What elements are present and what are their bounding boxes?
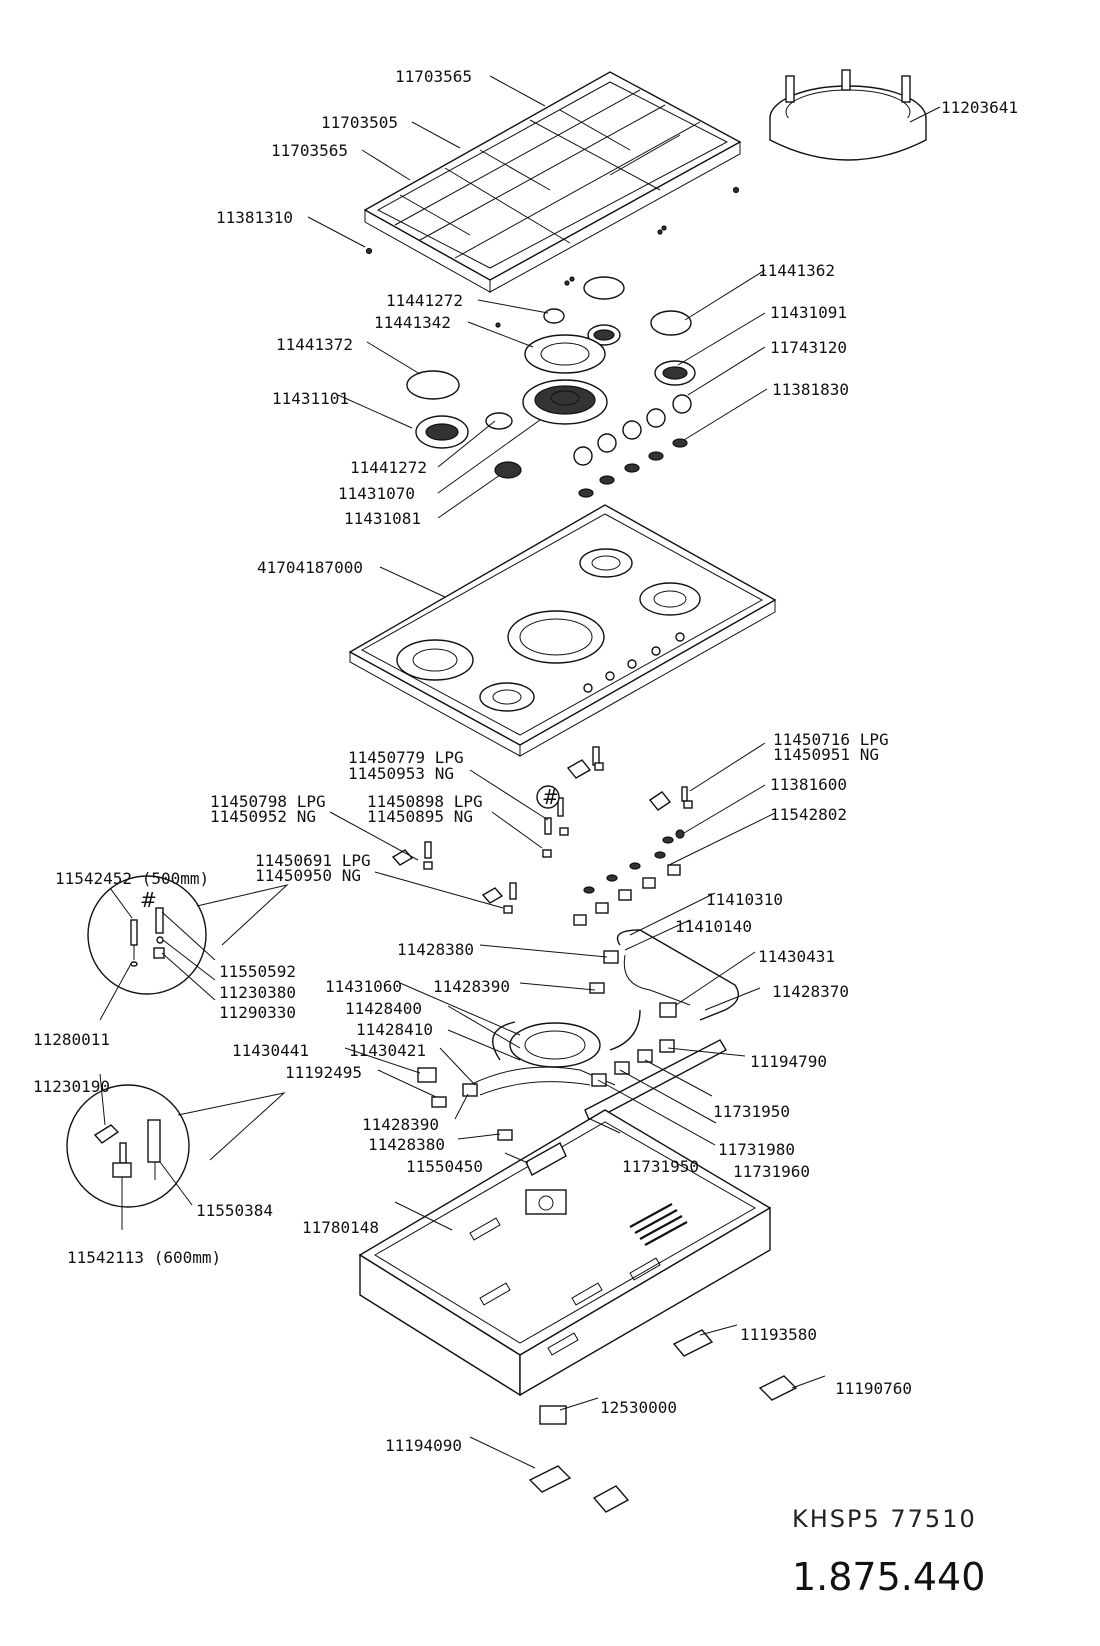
label-11731950-a: 11731950 [713, 1102, 790, 1121]
label-11431070: 11431070 [338, 484, 415, 503]
label-11450798: 11450798 LPG [210, 792, 326, 811]
label-11428400: 11428400 [345, 999, 422, 1018]
label-41704187000: 41704187000 [257, 558, 363, 577]
label-11550450: 11550450 [406, 1157, 483, 1176]
label-11431091: 11431091 [770, 303, 847, 322]
pan-support-grids [363, 71, 742, 293]
label-11703565-b: 11703565 [271, 141, 348, 160]
gas-manifold-assembly [417, 929, 739, 1141]
burner-caps-and-heads [406, 276, 696, 479]
label-11194790: 11194790 [750, 1052, 827, 1071]
hash-mark-detail: # [140, 888, 157, 912]
label-11441342: 11441342 [374, 313, 451, 332]
tray-clips-and-feet [525, 1142, 798, 1513]
label-11450895: 11450895 NG [367, 807, 473, 826]
label-11431101: 11431101 [272, 389, 349, 408]
base-tray [358, 1109, 772, 1397]
injectors-and-taps [391, 746, 693, 926]
label-11450691: 11450691 LPG [255, 851, 371, 870]
label-11450716: 11450716 LPG [773, 730, 889, 749]
label-11731960: 11731960 [733, 1162, 810, 1181]
label-11431060: 11431060 [325, 977, 402, 996]
label-11731980: 11731980 [718, 1140, 795, 1159]
label-11441372: 11441372 [276, 335, 353, 354]
label-11381600: 11381600 [770, 775, 847, 794]
label-11450953: 11450953 NG [348, 764, 454, 783]
label-12530000: 12530000 [600, 1398, 677, 1417]
label-11542113: 11542113 (600mm) [67, 1248, 221, 1267]
label-11450779: 11450779 LPG [348, 748, 464, 767]
label-11450950: 11450950 NG [255, 866, 361, 885]
detail-circle-lower [66, 1084, 286, 1208]
label-11441272-b: 11441272 [350, 458, 427, 477]
hob-top-plate [348, 504, 777, 757]
label-11410310: 11410310 [706, 890, 783, 909]
document-number: 1.875.440 [792, 1555, 985, 1599]
hash-callout-marker [536, 785, 560, 809]
label-11428380-b: 11428380 [368, 1135, 445, 1154]
label-11428370: 11428370 [772, 982, 849, 1001]
screws [365, 186, 740, 328]
detail-circle-upper [87, 875, 289, 995]
label-11441362: 11441362 [758, 261, 835, 280]
part-number-labels: 11703565 11703505 11703565 11381310 1120… [33, 67, 1018, 1455]
label-11430421: 11430421 [349, 1041, 426, 1060]
label-11542802: 11542802 [770, 805, 847, 824]
label-11194090: 11194090 [385, 1436, 462, 1455]
label-11190760: 11190760 [835, 1379, 912, 1398]
label-11428390-b: 11428390 [362, 1115, 439, 1134]
label-11731950-b: 11731950 [622, 1157, 699, 1176]
label-11450952: 11450952 NG [210, 807, 316, 826]
label-11230380: 11230380 [219, 983, 296, 1002]
label-11780148: 11780148 [302, 1218, 379, 1237]
label-11428380-a: 11428380 [397, 940, 474, 959]
hash-mark-top: # [542, 785, 559, 809]
label-11441272-a: 11441272 [386, 291, 463, 310]
label-11381310: 11381310 [216, 208, 293, 227]
label-11230190: 11230190 [33, 1077, 110, 1096]
label-11428390-a: 11428390 [433, 977, 510, 996]
label-11431081: 11431081 [344, 509, 421, 528]
label-11430441: 11430441 [232, 1041, 309, 1060]
label-11193580: 11193580 [740, 1325, 817, 1344]
label-11410140: 11410140 [675, 917, 752, 936]
label-11192495: 11192495 [285, 1063, 362, 1082]
label-11703565-a: 11703565 [395, 67, 472, 86]
label-11450898: 11450898 LPG [367, 792, 483, 811]
label-11430431: 11430431 [758, 947, 835, 966]
label-11290330: 11290330 [219, 1003, 296, 1022]
model-number: KHSP5 77510 [792, 1505, 977, 1533]
label-11450951: 11450951 NG [773, 745, 879, 764]
label-11428410: 11428410 [356, 1020, 433, 1039]
leader-lines [99, 75, 941, 1469]
control-knobs [573, 394, 692, 498]
label-11381830: 11381830 [772, 380, 849, 399]
label-11542452: 11542452 (500mm) [55, 869, 209, 888]
label-11280011: 11280011 [33, 1030, 110, 1049]
label-11703505: 11703505 [321, 113, 398, 132]
label-11743120: 11743120 [770, 338, 847, 357]
label-11550592: 11550592 [219, 962, 296, 981]
label-11550384: 11550384 [196, 1201, 273, 1220]
label-11203641: 11203641 [941, 98, 1018, 117]
wok-ring [769, 69, 927, 161]
